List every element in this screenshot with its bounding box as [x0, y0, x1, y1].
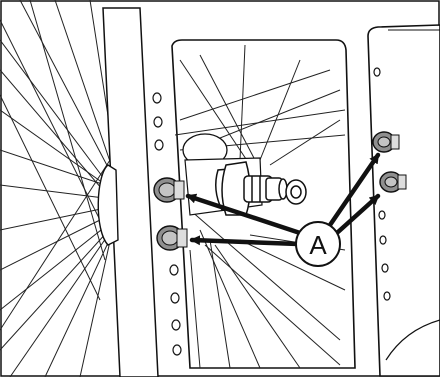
plate-holes-right	[373, 67, 391, 301]
frame-plate-left	[152, 39, 356, 369]
callout-arrows	[185, 152, 381, 247]
frame-plate-right	[367, 24, 440, 377]
nut-upper-right	[372, 131, 400, 153]
nut-lower-right	[379, 171, 407, 193]
callout-label: A	[309, 230, 327, 260]
plate-holes-left	[152, 92, 182, 356]
fork-left	[97, 7, 159, 377]
arrow-to-nut-lower-right	[335, 193, 381, 235]
nut-lower-left	[156, 225, 188, 251]
nut-upper-left	[153, 177, 185, 203]
callout-circle	[295, 221, 341, 267]
arrow-to-nut-upper-left	[185, 193, 303, 236]
arrow-to-nut-upper-right	[327, 152, 381, 228]
arrow-to-nut-lower-left	[189, 235, 301, 247]
callout-a: A	[295, 221, 341, 267]
